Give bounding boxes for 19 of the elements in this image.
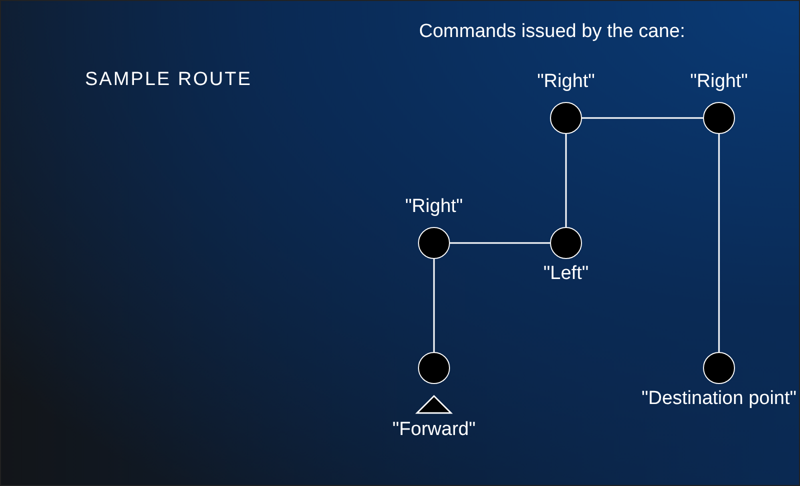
waypoint-circle	[418, 227, 450, 259]
waypoint-circle	[550, 227, 582, 259]
command-label: "Right"	[690, 71, 748, 93]
waypoint-circle	[418, 352, 450, 384]
route-line	[718, 134, 720, 352]
command-label: "Right"	[405, 196, 463, 218]
route-line	[582, 117, 703, 119]
command-label: "Right"	[537, 71, 595, 93]
waypoint-circle	[550, 102, 582, 134]
waypoint-circle	[703, 352, 735, 384]
subtitle: SAMPLE ROUTE	[85, 69, 252, 91]
waypoint-circle	[703, 102, 735, 134]
command-label: "Left"	[543, 263, 589, 285]
command-label: "Forward"	[392, 419, 476, 441]
heading-note: Commands issued by the cane:	[419, 21, 686, 43]
route-line	[450, 242, 550, 244]
route-line	[565, 134, 567, 227]
route-line	[433, 259, 435, 352]
command-label: "Destination point"	[641, 388, 797, 410]
